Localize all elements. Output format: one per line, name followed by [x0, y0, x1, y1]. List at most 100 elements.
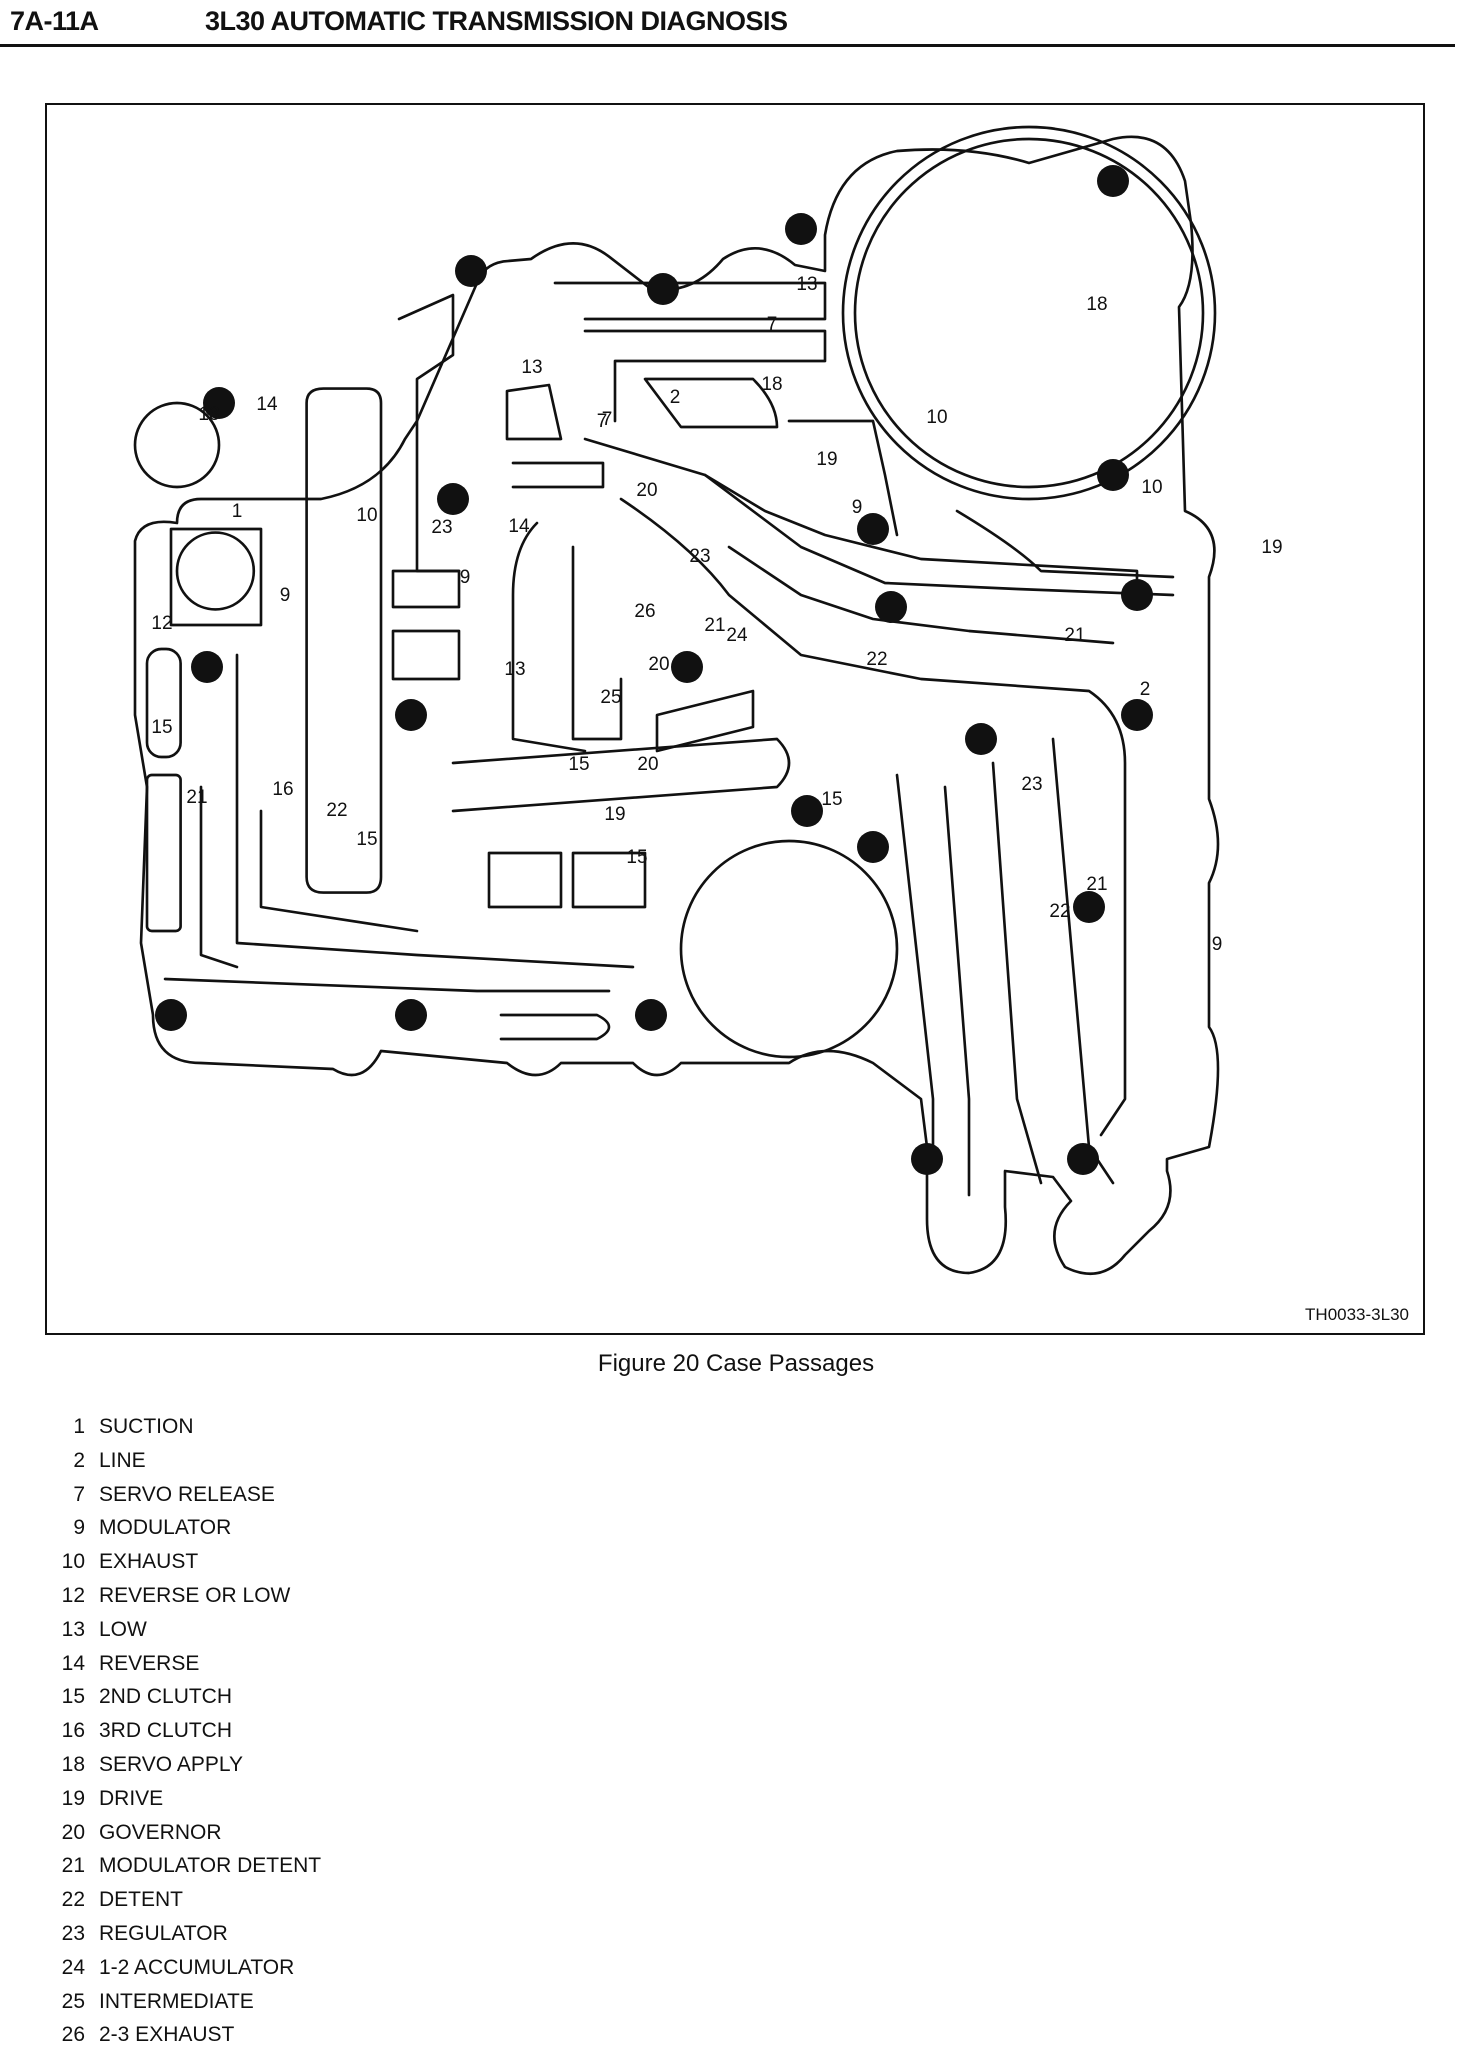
- bolt-hole: [203, 387, 235, 419]
- passage-25: [451, 737, 791, 813]
- passage-label: 22: [1049, 901, 1070, 922]
- legend-label: SERVO RELEASE: [99, 1482, 275, 1506]
- passage-10-right: [787, 419, 899, 537]
- second-clutch-bore: [679, 839, 899, 1059]
- legend-number: 9: [73, 1516, 85, 1540]
- legend-label: MODULATOR: [99, 1516, 232, 1540]
- bolt-hole: [875, 591, 907, 623]
- passage-label: 10: [1141, 477, 1162, 498]
- passage-label: 2: [670, 387, 681, 408]
- page-number: 7A-11A: [10, 6, 99, 36]
- passage-label: 19: [1261, 537, 1282, 558]
- legend-number: 1: [73, 1415, 85, 1438]
- legend-label: SERVO APPLY: [99, 1752, 243, 1776]
- legend-item: 23 REGULATOR: [45, 1917, 321, 1951]
- passage-label: 21: [186, 787, 207, 808]
- figure-caption: Figure 20 Case Passages: [597, 1350, 875, 1377]
- figure-code: TH0033-3L30: [1305, 1305, 1409, 1324]
- bolt-hole: [1097, 165, 1129, 197]
- passage-label: 14: [508, 516, 530, 537]
- legend-number: 16: [61, 1719, 85, 1743]
- legend-label: REGULATOR: [99, 1921, 228, 1945]
- legend-number: 24: [61, 1955, 85, 1979]
- bolt-hole: [1121, 579, 1153, 611]
- passage-label: 9: [280, 585, 291, 606]
- passage-26: [571, 545, 623, 741]
- passage-label: 23: [1021, 774, 1042, 795]
- bolt-hole: [1073, 891, 1105, 923]
- passage-label: 1: [232, 501, 243, 522]
- passage-label: 9: [1212, 934, 1223, 955]
- passage-21-right: [991, 761, 1043, 1185]
- passage-label: 9: [852, 497, 863, 518]
- passage-label: 10: [926, 407, 947, 428]
- passage-18: [643, 377, 779, 429]
- legend-label: MODULATOR DETENT: [99, 1854, 322, 1878]
- passage-16: [259, 809, 419, 933]
- legend-label: INTERMEDIATE: [99, 1989, 254, 2013]
- bolt-hole: [911, 1143, 943, 1175]
- legend-label: REVERSE OR LOW: [99, 1583, 291, 1607]
- passage-label: 23: [689, 546, 710, 567]
- legend-number: 13: [61, 1617, 85, 1641]
- passage-15-bottom: [163, 977, 611, 993]
- passage-9-right: [1051, 737, 1115, 1185]
- passage-label: 7: [602, 409, 613, 430]
- suction-13-bore: [133, 401, 221, 489]
- passage-15-small: [487, 851, 563, 909]
- suction-port-box: [169, 527, 263, 627]
- passage-label: 25: [600, 687, 621, 708]
- passage-7-top: [583, 329, 827, 423]
- passage-label: 26: [634, 601, 655, 622]
- bolt-hole: [635, 999, 667, 1031]
- bolt-hole: [965, 723, 997, 755]
- passage-15-tail: [499, 1013, 611, 1041]
- passage-13: [553, 281, 827, 321]
- bolt-hole: [785, 213, 817, 245]
- passage-10-far: [955, 509, 1175, 579]
- legend-number: 22: [61, 1888, 85, 1912]
- passage-9-box: [391, 629, 461, 681]
- legend-label: 2ND CLUTCH: [99, 1685, 233, 1709]
- legend-number: 2: [73, 1448, 85, 1472]
- passage-label: 19: [604, 804, 625, 825]
- passage-20-loop: [511, 521, 587, 753]
- legend-label: SUCTION: [99, 1415, 194, 1438]
- legend-number: 23: [61, 1921, 85, 1945]
- page-header: 7A-11A 3L30 AUTOMATIC TRANSMISSION DIAGN…: [0, 0, 1472, 48]
- passage-label: 13: [796, 274, 817, 295]
- passage-label: 12: [151, 613, 172, 634]
- bolt-hole: [395, 699, 427, 731]
- legend-label: EXHAUST: [99, 1550, 199, 1574]
- passage-label: 15: [356, 829, 377, 850]
- passage-label: 7: [767, 314, 778, 335]
- passage-label: 23: [431, 517, 452, 538]
- legend-number: 20: [61, 1820, 85, 1844]
- passage-label: 7: [597, 411, 608, 432]
- passage-label: 14: [256, 394, 278, 415]
- legend-number: 12: [61, 1583, 85, 1607]
- passage-20-small: [571, 851, 647, 909]
- bolt-hole: [455, 255, 487, 287]
- bolt-hole: [1097, 459, 1129, 491]
- legend-label: REVERSE: [99, 1651, 200, 1675]
- bolt-hole: [395, 999, 427, 1031]
- passage-label: 2: [1140, 679, 1151, 700]
- passage-label: 16: [272, 779, 293, 800]
- case-outline: [133, 135, 1220, 1275]
- bolt-hole: [857, 831, 889, 863]
- passage-20-long: [619, 497, 1127, 1137]
- bolt-hole: [437, 483, 469, 515]
- legend-item: 9 MODULATOR: [45, 1511, 321, 1545]
